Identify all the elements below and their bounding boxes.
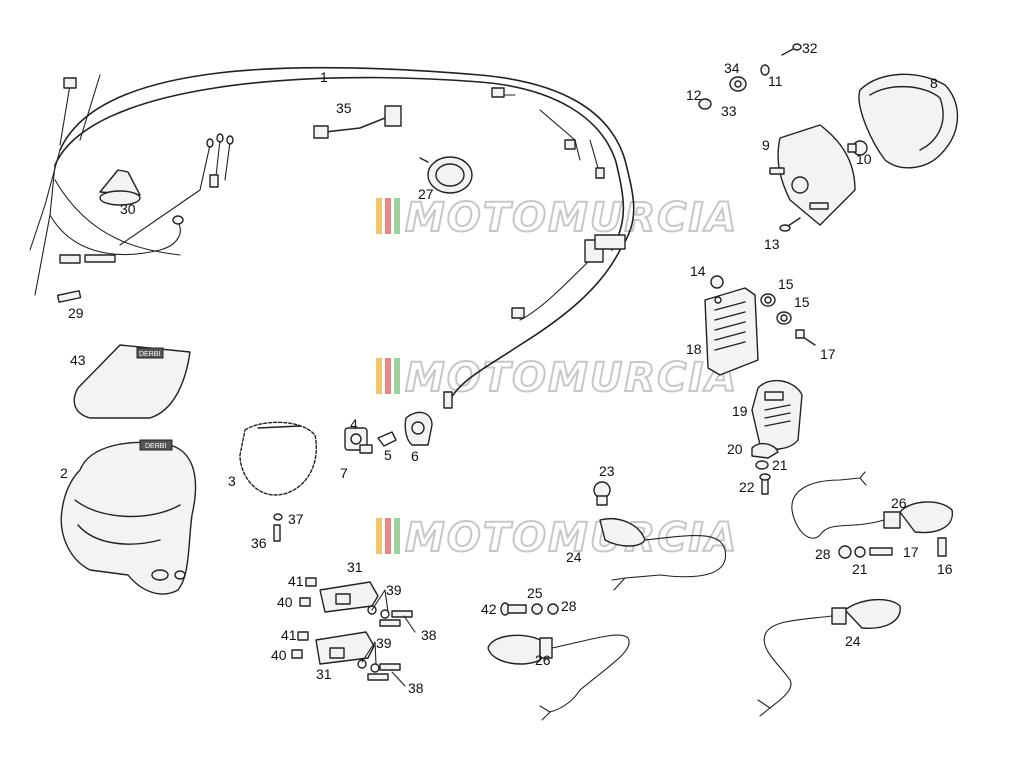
callout-labels: 1 2 3 4 5 6 7 8 9 10 11 12 13 14 15 15 1…: [60, 40, 953, 696]
label-43: 43: [70, 352, 86, 368]
label-24-a: 24: [566, 549, 582, 565]
windscreen-brand-text: DERBI: [139, 351, 160, 358]
label-39-b: 39: [376, 635, 392, 651]
label-17-a: 17: [820, 346, 836, 362]
part-29-fuse: [56, 290, 82, 303]
label-14: 14: [690, 263, 706, 279]
label-33: 33: [721, 103, 737, 119]
label-22: 22: [739, 479, 755, 495]
watermark-text-bottom: MOTOMURCIA: [405, 515, 738, 561]
label-5: 5: [384, 447, 392, 463]
label-37: 37: [288, 511, 304, 527]
part-2-headlight-fairing: DERBI: [60, 439, 197, 595]
watermark-top: MOTOMURCIA: [376, 194, 738, 242]
label-15-b: 15: [794, 294, 810, 310]
label-23: 23: [599, 463, 615, 479]
part-24-turn-signal-front: [599, 518, 727, 591]
label-29: 29: [68, 305, 84, 321]
label-1: 1: [320, 69, 328, 85]
label-9: 9: [762, 137, 770, 153]
label-31-a: 31: [347, 559, 363, 575]
part-30-rubber-cap: [99, 169, 141, 206]
label-26-a: 26: [535, 652, 551, 668]
label-28-a: 28: [561, 598, 577, 614]
callout-leaders: [361, 589, 416, 687]
label-21-a: 21: [772, 457, 788, 473]
label-40-b: 40: [271, 647, 287, 663]
part-36-37-screw: [273, 513, 283, 542]
part-26-turn-signal-left: [487, 634, 630, 721]
part-9-tail-lamp-housing: [769, 124, 856, 226]
label-20: 20: [727, 441, 743, 457]
label-31-b: 31: [316, 666, 332, 682]
part-31-bracket-lower: [291, 631, 401, 681]
label-41-b: 41: [281, 627, 297, 643]
label-2: 2: [60, 465, 68, 481]
label-30: 30: [120, 201, 136, 217]
label-21-b: 21: [852, 561, 868, 577]
part-27-round-unit: [419, 156, 473, 194]
watermark-bottom: MOTOMURCIA: [376, 514, 738, 562]
label-17-b: 17: [903, 544, 919, 560]
label-38-b: 38: [408, 680, 424, 696]
part-31-bracket-upper: [299, 577, 413, 627]
label-11: 11: [768, 73, 783, 89]
label-27: 27: [418, 186, 434, 202]
label-26-b: 26: [891, 495, 907, 511]
part-4-7-switch-parts: [344, 411, 433, 454]
label-18: 18: [686, 341, 702, 357]
label-4: 4: [350, 416, 358, 432]
part-23-bulb: [593, 481, 611, 506]
part-19-cdi-unit: [751, 379, 803, 450]
part-16-17-21-28-hardware-right: [838, 537, 947, 559]
label-3: 3: [228, 473, 236, 489]
label-41-a: 41: [288, 573, 304, 589]
label-7: 7: [340, 465, 348, 481]
part-11-12-32-33-34-hardware: [698, 43, 802, 110]
watermark-text-middle: MOTOMURCIA: [405, 355, 738, 401]
part-10-tail-bulb: [847, 140, 868, 156]
label-25: 25: [527, 585, 543, 601]
part-43-windscreen: DERBI: [73, 344, 191, 419]
label-42: 42: [481, 601, 497, 617]
label-15-a: 15: [778, 276, 794, 292]
label-35: 35: [336, 100, 352, 116]
part-3-headlight-lens: [239, 421, 317, 496]
label-39-a: 39: [386, 582, 402, 598]
label-16: 16: [937, 561, 953, 577]
part-35-cable: [313, 105, 402, 139]
label-8: 8: [930, 75, 938, 91]
label-19: 19: [732, 403, 748, 419]
part-18-regulator: [704, 287, 759, 376]
label-34: 34: [724, 60, 740, 76]
label-10: 10: [856, 151, 872, 167]
label-32: 32: [802, 40, 818, 56]
part-20-21-22-hardware: [751, 442, 779, 495]
part-8-tail-lamp-cover: [858, 73, 959, 169]
label-6: 6: [411, 448, 419, 464]
label-13: 13: [764, 236, 780, 252]
label-36: 36: [251, 535, 267, 551]
watermark-text-top: MOTOMURCIA: [405, 195, 738, 241]
label-40-a: 40: [277, 594, 293, 610]
watermark-middle: MOTOMURCIA: [376, 354, 738, 402]
label-28-b: 28: [815, 546, 831, 562]
part-14-15-17-hardware: [710, 275, 816, 346]
part-26-turn-signal-right: [791, 471, 953, 539]
label-24-b: 24: [845, 633, 861, 649]
label-38-a: 38: [421, 627, 437, 643]
label-12: 12: [686, 87, 702, 103]
part-25-28-42-hardware: [500, 602, 559, 616]
part-1-main-harness: [29, 66, 635, 409]
fairing-brand-text: DERBI: [145, 443, 166, 450]
part-13-screw: [779, 217, 801, 232]
part-24-turn-signal-rear: [757, 599, 901, 717]
